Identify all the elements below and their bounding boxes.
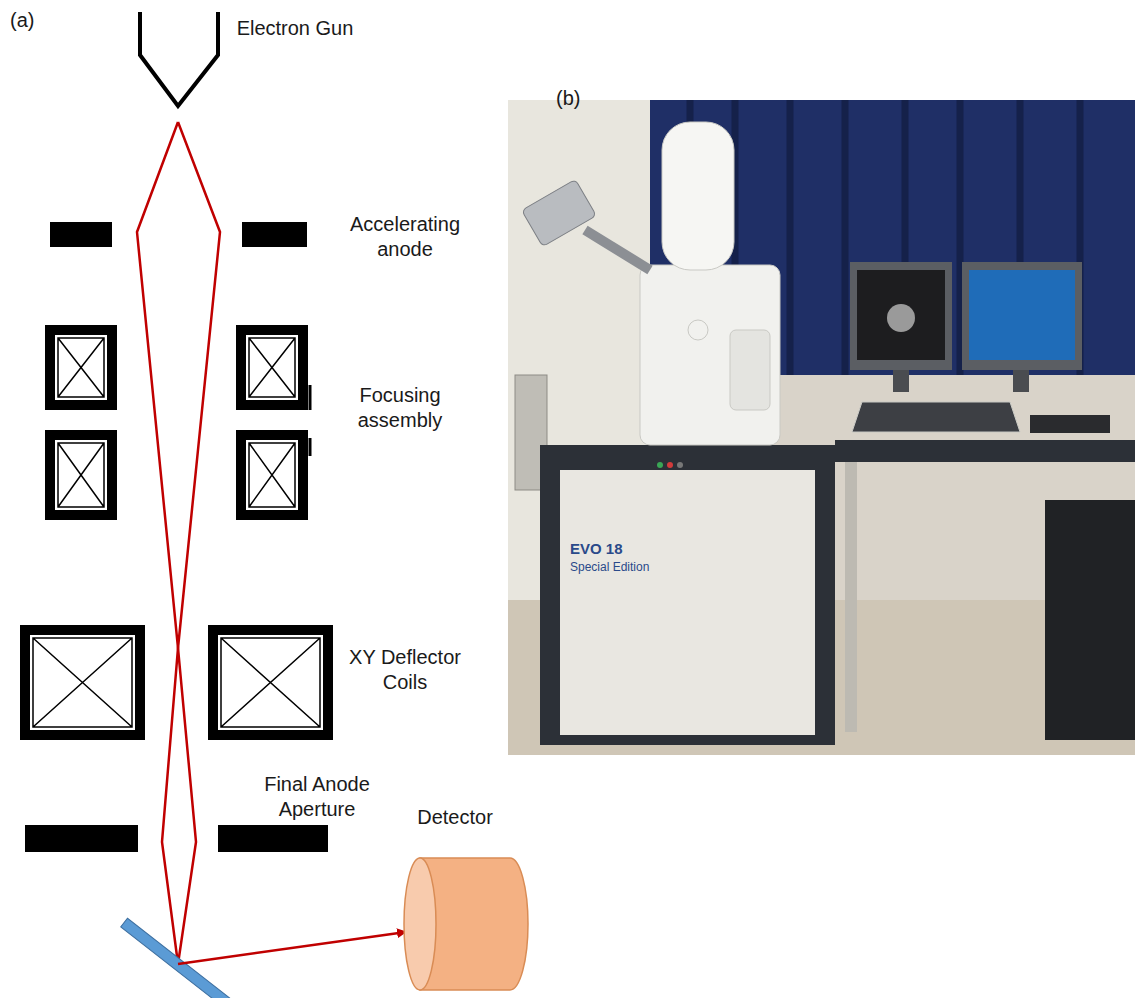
sem-image [887, 304, 915, 332]
cabinet-panel [560, 470, 815, 735]
detector [404, 858, 528, 990]
coil-box [50, 435, 112, 515]
accelerating-anode [50, 222, 307, 247]
tick-mark [309, 385, 312, 410]
sem-column [662, 122, 734, 270]
part-label: Detector [400, 805, 510, 830]
detector-face [404, 858, 436, 990]
final-anode-aperture [25, 825, 328, 852]
status-led [657, 462, 663, 468]
nameplate-text: Special Edition [570, 560, 730, 575]
anode-plate [242, 222, 307, 247]
focusing-assembly [50, 330, 310, 515]
coil-box [241, 330, 303, 405]
part-label: Final Anode Aperture [252, 772, 382, 822]
monitor-stand [893, 370, 909, 392]
monitor-frame [962, 262, 1082, 370]
coil-box [213, 630, 328, 735]
tick-mark [309, 438, 312, 456]
status-led [677, 462, 683, 468]
monitor-stand [1013, 370, 1029, 392]
desk-leg [845, 462, 857, 732]
part-label: Focusing assembly [330, 383, 470, 433]
nameplate-text: EVO 18 [570, 540, 730, 559]
coil-cross [249, 443, 295, 507]
aperture-plate [218, 825, 328, 852]
sem-chamber [640, 265, 780, 445]
part-label: Accelerating anode [325, 212, 485, 262]
monitor-screen [969, 270, 1075, 360]
pc-tower [1045, 500, 1135, 740]
control-panel [852, 402, 1020, 432]
beam-ray [137, 122, 178, 964]
beam-ray [178, 122, 220, 964]
side-detector [522, 179, 597, 246]
coil-box [50, 330, 112, 405]
part-label: XY Deflector Coils [340, 645, 470, 695]
electron-gun [140, 12, 218, 106]
chamber-door [730, 330, 770, 410]
monitor-screen [857, 270, 945, 360]
coil-cross [58, 443, 104, 507]
coil-cross [221, 638, 320, 727]
coil-cross [33, 638, 132, 727]
detector-arm [585, 230, 650, 270]
signal-arrow [178, 932, 406, 964]
panel-letter: (a) [10, 8, 70, 33]
desk-top [835, 440, 1135, 462]
panel-letter: (b) [556, 86, 616, 111]
coil-cross [249, 338, 295, 397]
keyboard [1030, 415, 1110, 433]
gun-outline [140, 12, 218, 106]
photo-wall [508, 100, 1135, 755]
status-led [667, 462, 673, 468]
coil-box [241, 435, 303, 515]
chamber-port [688, 320, 708, 340]
xy-deflector-coils [25, 630, 328, 735]
instrument-photo [508, 100, 1135, 755]
part-label: Electron Gun [230, 16, 360, 41]
coil-cross [58, 338, 104, 397]
console-cabinet [540, 445, 835, 745]
aperture-plate [25, 825, 138, 852]
anode-plate [50, 222, 112, 247]
electron-beam [137, 122, 220, 964]
coil-box [25, 630, 140, 735]
monitor-frame [850, 262, 952, 370]
